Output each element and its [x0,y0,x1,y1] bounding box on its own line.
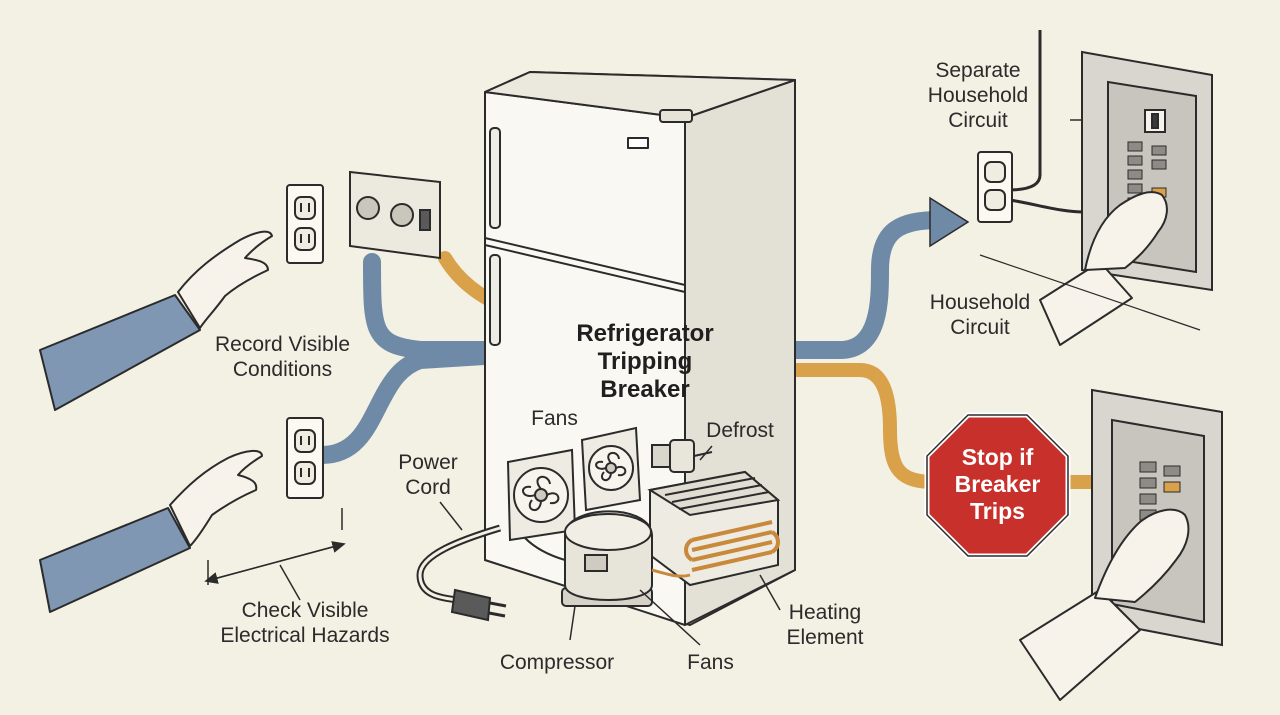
household-line-2: Circuit [950,316,1010,339]
blue-flow-paths [313,211,949,464]
stop-line-1: Stop if [961,444,1034,470]
upper-breaker-panel [1007,30,1213,292]
record-conditions-label: Record Visible Conditions [195,332,370,382]
title-line-3: Breaker [600,376,690,403]
lower-right-hand [1019,508,1190,701]
blue-arrowhead [929,196,970,248]
separate-circuit-label: Separate Household Circuit [918,58,1038,133]
blue-path-control-panel [363,253,509,359]
plug [450,588,507,622]
control-panel [349,170,441,260]
compressor-label: Compressor [499,651,615,674]
stop-sign-outline [926,414,1069,557]
record-line-1: Record Visible [214,333,350,356]
wall-floor-line [979,254,1201,331]
diagram-title: Refrigerator Tripping Breaker [560,320,730,404]
fan-right [580,426,642,512]
check-line-1: Check Visible [241,599,369,622]
heating-element-label: Heating Element [775,600,875,650]
power-cord-line-1: Power [398,451,458,474]
upper-outlet [286,184,324,264]
fans-bottom-label: Fans [687,651,734,674]
power-cord-line-2: Cord [405,476,451,499]
separate-line-3: Circuit [948,109,1008,132]
household-line-1: Household [929,291,1031,314]
upper-right-hand [1039,191,1168,346]
stop-sign-text: Stop if Breaker Trips [927,444,1068,525]
title-line-1: Refrigerator [576,320,714,347]
defrost-timer [651,439,713,473]
lower-outlet [286,417,324,499]
stop-line-2: Breaker [954,471,1041,497]
separate-line-1: Separate [935,59,1021,82]
blue-path-separate-circuit [786,211,949,359]
record-line-2: Conditions [232,358,333,381]
compressor [524,510,691,607]
leader-lines [439,119,1120,646]
heating-line-2: Element [786,626,864,649]
check-line-2: Electrical Hazards [220,624,390,647]
fan-left [506,448,577,542]
fans-top-label: Fans [531,407,578,430]
title-line-2: Tripping [597,348,693,375]
upper-left-hand [39,230,273,411]
heating-line-1: Heating [788,601,862,624]
blue-path-lower-outlet [313,346,509,464]
power-cord-label: Power Cord [388,450,468,500]
household-circuit-label: Household Circuit [920,290,1040,340]
orange-path-stop [788,363,942,489]
stop-line-3: Trips [970,498,1025,524]
separate-line-2: Household [927,84,1029,107]
upper-right-outlet [977,151,1013,223]
power-cord [416,524,502,604]
dimension-arrow [204,508,346,601]
check-hazards-label: Check Visible Electrical Hazards [200,598,410,648]
heating-element-coils [647,470,781,587]
defrost-label: Defrost [706,419,774,442]
lower-left-hand [39,450,263,613]
